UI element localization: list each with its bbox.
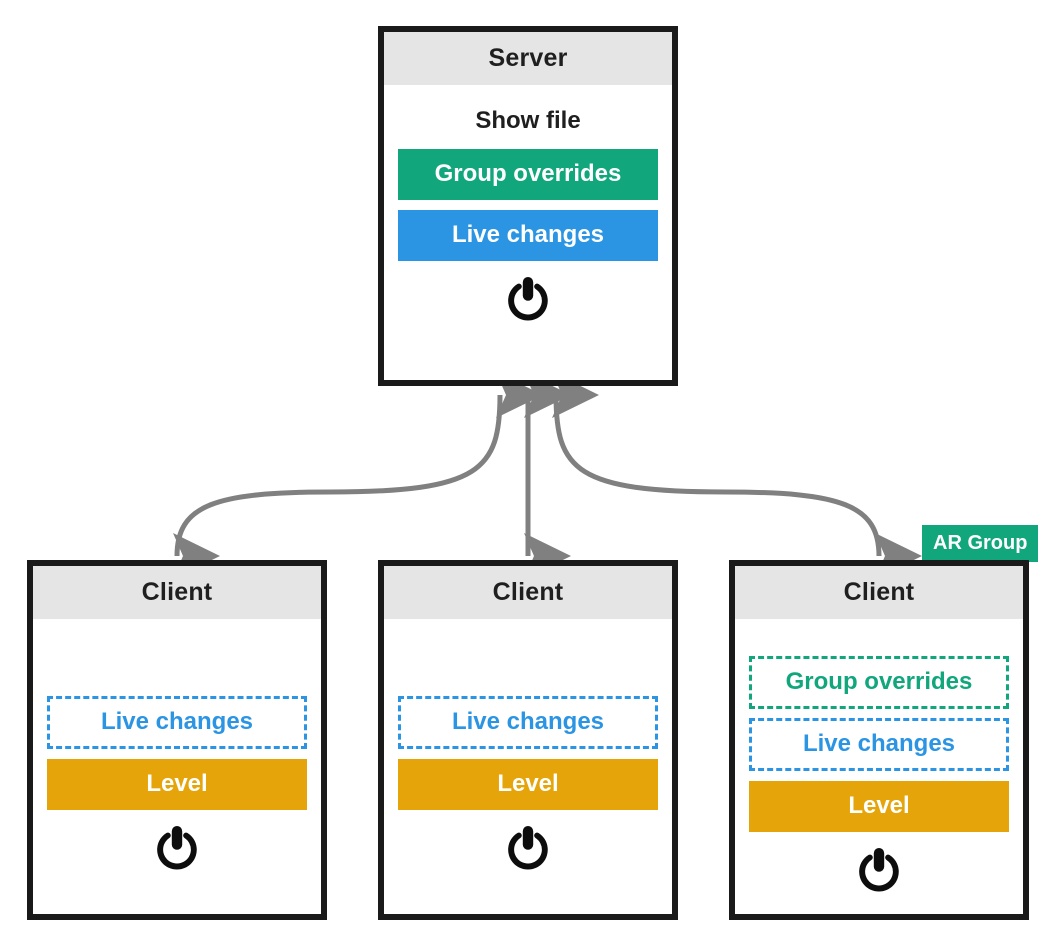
server-node-body: Show file Group overrides Live changes	[384, 85, 672, 323]
client-node-3-ghost-group-overrides[interactable]: Group overrides	[749, 656, 1009, 709]
client-node-2[interactable]: Client Live changes Level	[378, 560, 678, 920]
client-node-2-header: Client	[384, 566, 672, 619]
connector-server-client-left	[172, 371, 544, 579]
connector-server-client-right	[551, 372, 922, 580]
client-node-1[interactable]: Client Live changes Level	[27, 560, 327, 920]
client-node-3-power-icon-wrap[interactable]	[749, 832, 1009, 894]
client-node-2-spacer	[398, 619, 658, 687]
server-show-file-label: Show file	[475, 107, 581, 134]
power-icon	[508, 277, 548, 321]
client-node-3-header: Client	[735, 566, 1023, 619]
client-node-3-spacer	[749, 619, 1009, 647]
client-node-2-ghost-live-changes[interactable]: Live changes	[398, 696, 658, 749]
client-node-1-bar-level[interactable]: Level	[47, 759, 307, 810]
client-node-3-bar-level[interactable]: Level	[749, 781, 1009, 832]
client-node-1-ghost-live-changes[interactable]: Live changes	[47, 696, 307, 749]
server-node[interactable]: Server Show file Group overrides Live ch…	[378, 26, 678, 386]
client-node-1-spacer	[47, 619, 307, 687]
power-icon	[508, 826, 548, 870]
server-bar-live-changes[interactable]: Live changes	[398, 210, 658, 261]
ar-group-badge: AR Group	[922, 525, 1039, 562]
client-node-2-bar-level[interactable]: Level	[398, 759, 658, 810]
client-node-3-body: Group overrides Live changes Level	[735, 619, 1023, 894]
client-node-1-header: Client	[33, 566, 321, 619]
client-node-1-power-icon-wrap[interactable]	[47, 810, 307, 872]
power-icon	[859, 848, 899, 892]
client-node-2-power-icon-wrap[interactable]	[398, 810, 658, 872]
client-node-3-ghost-live-changes[interactable]: Live changes	[749, 718, 1009, 771]
client-node-3[interactable]: Client Group overrides Live changes Leve…	[729, 560, 1029, 920]
power-icon	[157, 826, 197, 870]
client-node-2-body: Live changes Level	[384, 619, 672, 872]
server-power-icon-wrap[interactable]	[398, 261, 658, 323]
client-node-1-body: Live changes Level	[33, 619, 321, 872]
server-node-header: Server	[384, 32, 672, 85]
server-bar-group-overrides[interactable]: Group overrides	[398, 149, 658, 200]
